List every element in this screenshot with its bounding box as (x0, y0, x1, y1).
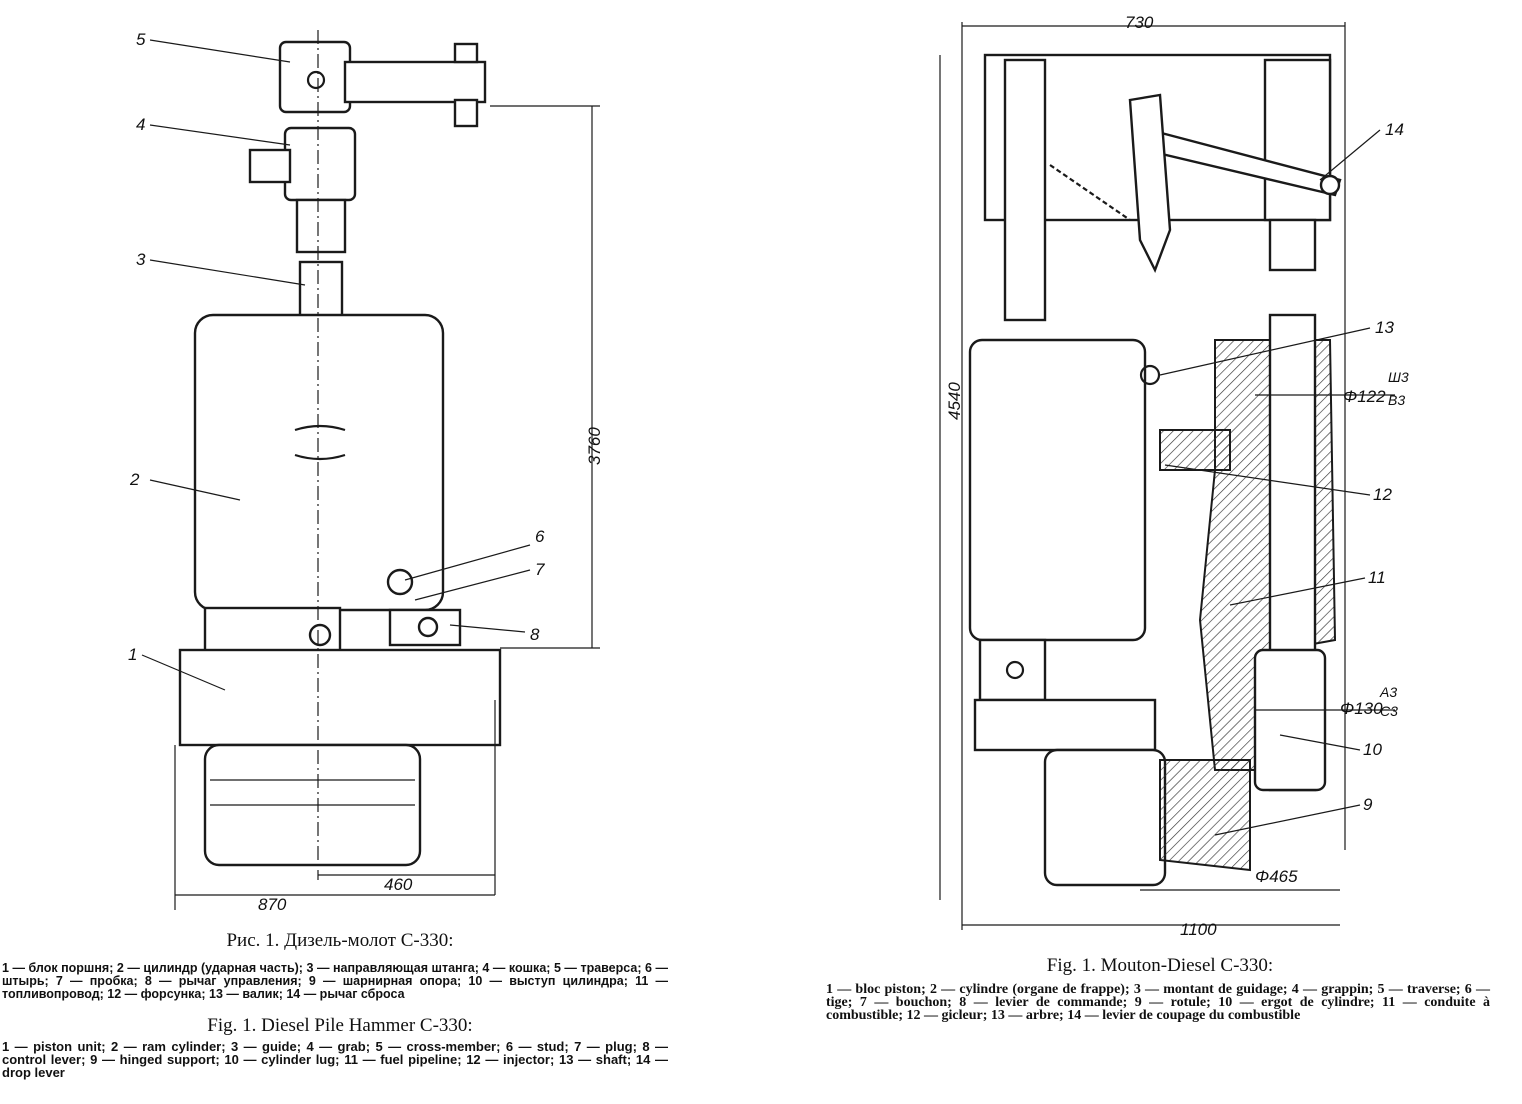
right-callouts: 730 4540 14 13 Φ122 Ш3 В3 12 11 Φ130 А3 … (945, 13, 1409, 939)
guide-rod (298, 260, 344, 324)
dim-1100: 1100 (1180, 920, 1217, 939)
piston-ring (978, 638, 1047, 702)
grab-bolt (248, 148, 292, 184)
callout-2: 2 (129, 470, 140, 489)
cross-member-arm (343, 60, 487, 104)
guide-upper (295, 198, 347, 254)
right-hammer-section-drawing (939, 22, 1395, 930)
ram-cylinder (193, 313, 445, 612)
callout-12: 12 (1373, 485, 1392, 504)
caption-fr-legend: 1 — bloc piston; 2 — cylindre (organe de… (826, 982, 1490, 1023)
piston-base (1043, 748, 1167, 887)
callout-11: 11 (1368, 568, 1386, 587)
shaft-top (1268, 218, 1317, 272)
ram-cylinder (968, 338, 1147, 642)
dim-phi130: Φ130 (1340, 699, 1383, 718)
callout-10: 10 (1363, 740, 1382, 759)
callout-5: 5 (136, 30, 146, 49)
dim-4540: 4540 (945, 382, 964, 420)
stud (386, 568, 414, 596)
grab-hook (1128, 93, 1172, 273)
dim-3760: 3760 (585, 427, 604, 465)
caption-ru-title: Рис. 1. Дизель-молот С-330: (226, 930, 454, 951)
caption-en-title: Fig. 1. Diesel Pile Hammer C-330: (207, 1015, 473, 1036)
callout-14: 14 (1385, 120, 1404, 139)
callout-1: 1 (128, 645, 137, 664)
cross-member (1263, 58, 1332, 222)
fit-v3: В3 (1388, 392, 1405, 408)
fit-sh3: Ш3 (1388, 369, 1409, 385)
dim-870: 870 (258, 895, 287, 914)
caption-en-legend: 1 — piston unit; 2 — ram cylinder; 3 — g… (2, 1039, 668, 1080)
dim-460: 460 (384, 875, 413, 894)
nut-bottom (453, 98, 479, 128)
callout-4: 4 (136, 115, 145, 134)
dim-730: 730 (1125, 13, 1154, 32)
callout-9: 9 (1363, 795, 1373, 814)
fit-a3: А3 (1379, 684, 1397, 700)
callout-8: 8 (530, 625, 540, 644)
piston-unit (973, 698, 1157, 752)
piston-unit (178, 648, 502, 747)
left-hammer-drawing (141, 30, 600, 910)
dim-phi122: Φ122 (1343, 387, 1386, 406)
cross-member (278, 40, 352, 114)
fit-c3: С3 (1380, 703, 1398, 719)
callout-3: 3 (136, 250, 146, 269)
nut-top (453, 42, 479, 64)
left-callouts: 5 4 3 2 6 7 8 1 3760 870 460 (128, 30, 604, 914)
callout-6: 6 (535, 527, 545, 546)
guide-rod (1003, 58, 1047, 322)
caption-fr-title: Fig. 1. Mouton-Diesel C-330: (1046, 955, 1274, 976)
grab (283, 126, 357, 202)
callout-7: 7 (535, 560, 545, 579)
dim-phi465: Φ465 (1255, 867, 1298, 886)
hinged-support (1159, 759, 1251, 872)
callout-13: 13 (1375, 318, 1394, 337)
cylinder-lug (1253, 648, 1327, 792)
caption-ru-legend: 1 — блок поршня; 2 — цилиндр (ударная ча… (2, 961, 668, 1001)
